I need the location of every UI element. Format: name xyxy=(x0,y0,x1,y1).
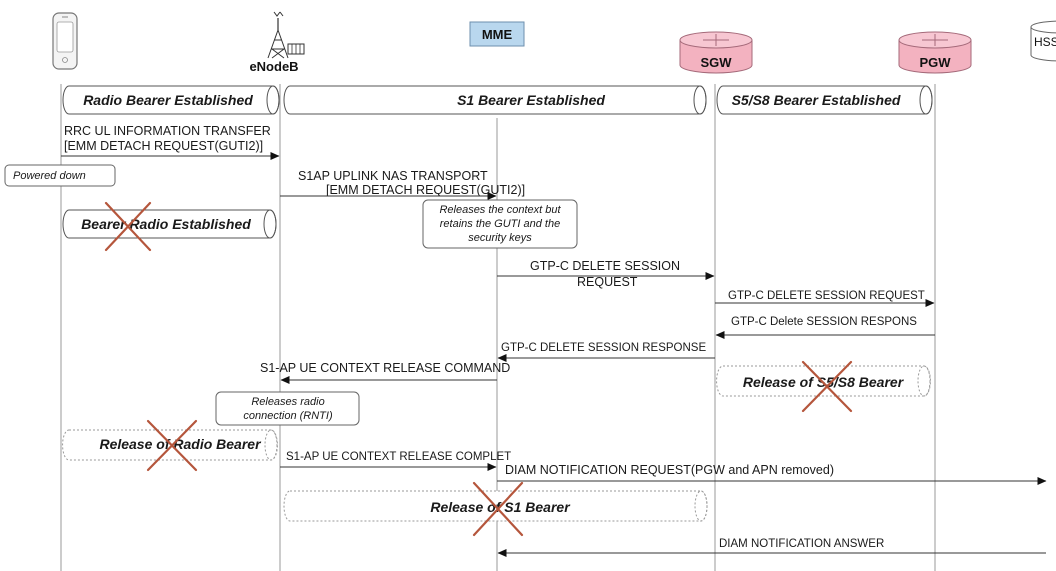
gtp-delete-resp-s5-label: GTP-C Delete SESSION RESPONS xyxy=(731,316,917,328)
diam-notif-ans-label: DIAM NOTIFICATION ANSWER xyxy=(719,538,884,550)
mme-note-line3: security keys xyxy=(468,232,532,244)
s5s8-bearer-established: S5/S8 Bearer Established xyxy=(716,85,933,115)
gtp-delete-req-label-line1: GTP-C DELETE SESSION xyxy=(530,259,680,273)
radio-bearer-released-label: Bearer Radio Established xyxy=(81,216,251,232)
antenna-tower-icon xyxy=(267,11,305,59)
powered-down-note: Powered down xyxy=(4,164,116,187)
s1-bearer-label: S1 Bearer Established xyxy=(457,92,605,108)
mme-note-line1: Releases the context but xyxy=(439,204,561,216)
rrc-ul-label-line1: RRC UL INFORMATION TRANSFER xyxy=(64,124,271,138)
enodeb-label: eNodeB xyxy=(249,59,298,74)
release-radio-label: Release of Radio Bearer xyxy=(99,436,262,452)
router-icon xyxy=(679,31,753,74)
s1ap-release-cmd-label: S1-AP UE CONTEXT RELEASE COMMAND xyxy=(260,361,510,375)
powered-down-label: Powered down xyxy=(13,170,86,182)
cross-mark xyxy=(104,201,152,252)
database-icon xyxy=(1030,20,1056,62)
radio-bearer-established: Radio Bearer Established xyxy=(62,85,280,115)
gtp-delete-req-label-line2: REQUEST xyxy=(577,275,638,289)
phone-icon xyxy=(52,12,78,70)
mme-note-line2: retains the GUTI and the xyxy=(440,218,560,230)
gtp-delete-req-s5-label: GTP-C DELETE SESSION REQUEST xyxy=(728,290,925,302)
s1ap-release-complete-label: S1-AP UE CONTEXT RELEASE COMPLET xyxy=(286,451,511,463)
rrc-ul-label-line2: [EMM DETACH REQUEST(GUTI2)] xyxy=(64,139,263,153)
enb-note-line1: Releases radio xyxy=(251,396,324,408)
s1ap-uplink-label-line2: [EMM DETACH REQUEST(GUTI2)] xyxy=(326,183,525,197)
s1ap-uplink-label-line1: S1AP UPLINK NAS TRANSPORT xyxy=(298,169,488,183)
cross-mark xyxy=(801,360,853,413)
s5s8-bearer-label: S5/S8 Bearer Established xyxy=(732,92,901,108)
s1-bearer-established: S1 Bearer Established xyxy=(283,85,707,115)
radio-bearer-released-state: Bearer Radio Established xyxy=(62,209,277,239)
router-icon xyxy=(898,31,972,74)
mme-release-context-note: Releases the context but retains the GUT… xyxy=(422,199,578,249)
sgw-label: SGW xyxy=(700,55,732,70)
mme-box xyxy=(469,21,525,47)
cross-mark xyxy=(146,419,198,472)
gtp-delete-resp-s11-label: GTP-C DELETE SESSION RESPONSE xyxy=(501,342,706,354)
enb-release-radio-note: Releases radio connection (RNTI) xyxy=(215,391,360,426)
hss-label: HSS xyxy=(1034,35,1056,49)
radio-bearer-label: Radio Bearer Established xyxy=(83,92,253,108)
mme-label: MME xyxy=(482,27,513,42)
enb-note-line2: connection (RNTI) xyxy=(243,410,333,422)
cross-mark xyxy=(472,481,524,537)
pgw-label: PGW xyxy=(919,55,951,70)
diam-notif-req-label: DIAM NOTIFICATION REQUEST(PGW and APN re… xyxy=(505,463,834,477)
